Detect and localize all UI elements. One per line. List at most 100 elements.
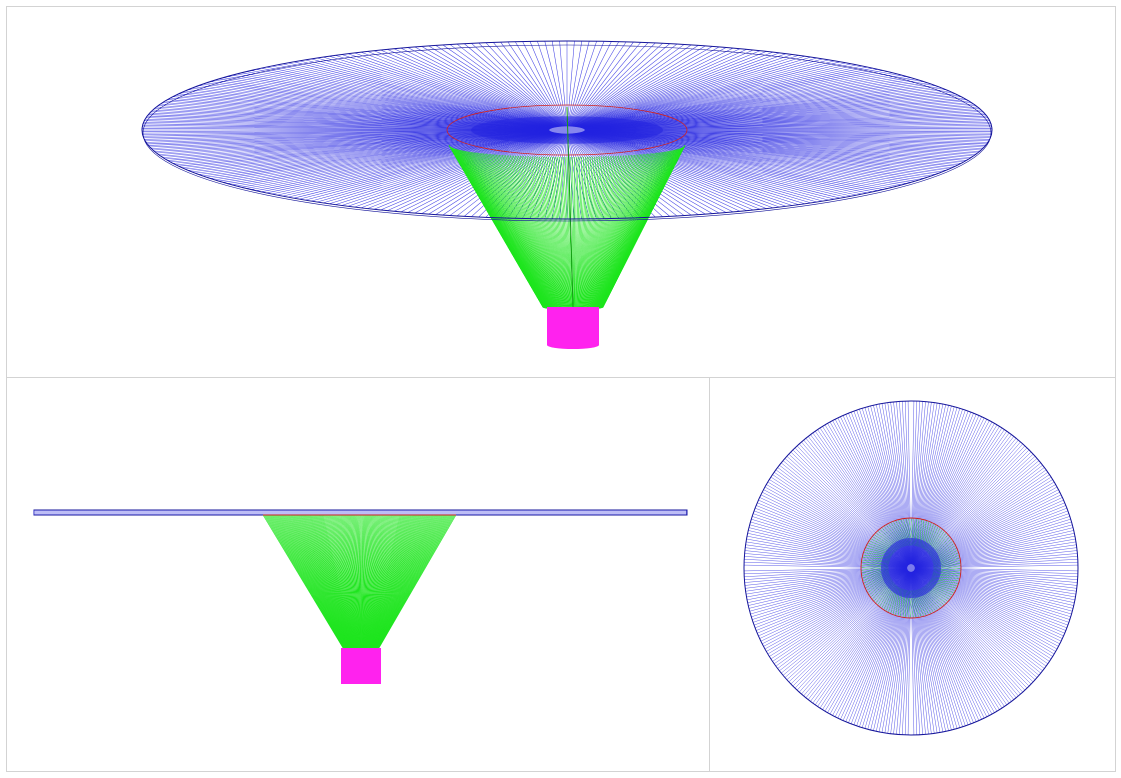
disc-spoke	[195, 131, 552, 174]
disc-rim-inner	[142, 44, 992, 222]
perspective-canvas[interactable]	[7, 7, 1115, 377]
cone-line	[586, 155, 623, 310]
cone-line	[361, 514, 363, 649]
side-elevation-viewport[interactable]	[6, 377, 710, 772]
cone-line	[469, 151, 549, 309]
disc-spoke	[232, 74, 553, 128]
disc-spoke	[878, 571, 911, 732]
disc-spoke	[911, 571, 952, 731]
disc-spoke	[537, 41, 567, 127]
disc-spoke	[911, 571, 923, 735]
cone-line	[303, 514, 351, 649]
disc-spoke	[910, 401, 918, 565]
cone-line	[310, 514, 353, 649]
cone-line	[596, 151, 663, 309]
cone-line	[595, 152, 656, 310]
cone-line	[365, 514, 386, 649]
disc-spoke	[744, 556, 908, 568]
cone-line	[304, 514, 351, 649]
disc-spoke	[896, 571, 911, 735]
disc-spoke	[576, 132, 799, 205]
cone-line	[278, 514, 347, 649]
disc-spoke	[832, 420, 910, 565]
cone-line	[330, 514, 356, 649]
disc-spoke	[305, 59, 556, 128]
disc-spoke	[815, 571, 909, 705]
plan-view-canvas[interactable]	[710, 378, 1115, 771]
disc-spoke	[817, 571, 909, 707]
cone-line	[371, 514, 420, 649]
cone-line	[308, 514, 352, 649]
disc-spoke	[282, 63, 556, 128]
disc-spoke	[578, 61, 841, 128]
disc-edge-ticks	[33, 510, 687, 515]
cone-line	[589, 154, 634, 310]
cone-line	[317, 514, 354, 649]
disc-spoke	[567, 133, 597, 219]
disc-spoke	[907, 571, 912, 735]
disc-spoke	[911, 571, 926, 735]
disc-spoke	[568, 41, 620, 127]
disc-spoke	[580, 69, 878, 128]
disc-spoke	[387, 49, 560, 127]
disc-spoke	[913, 441, 1021, 566]
disc-spoke	[913, 451, 1032, 566]
disc-spoke	[581, 74, 902, 128]
disc-spoke	[912, 571, 974, 723]
cone-line	[585, 155, 616, 310]
disc-spoke	[914, 527, 1074, 568]
cone-line	[369, 514, 406, 649]
disc-spoke	[582, 131, 924, 179]
disc-spoke	[580, 132, 898, 187]
disc-spoke	[912, 571, 977, 722]
disc-spoke	[807, 436, 909, 566]
cone-line	[535, 156, 566, 310]
disc-spoke	[913, 570, 1038, 678]
disc-spoke	[840, 416, 910, 565]
disc-spoke	[354, 132, 559, 208]
cone-line	[346, 514, 359, 649]
disc-spoke	[914, 568, 1078, 580]
cone-line	[367, 514, 398, 649]
cone-line	[323, 514, 355, 649]
disc-spoke	[572, 45, 706, 127]
cone-line	[593, 153, 650, 310]
cone-line	[368, 514, 401, 649]
cone-line	[481, 153, 552, 310]
disc-spoke	[544, 133, 567, 219]
disc-spoke	[913, 460, 1040, 566]
cone-line	[508, 155, 559, 310]
disc-spoke	[214, 79, 553, 129]
disc-spoke	[544, 41, 567, 127]
cone-line	[276, 514, 346, 649]
cone-line	[368, 514, 402, 649]
disc-spoke	[206, 131, 552, 178]
disc-spoke	[777, 467, 908, 566]
disc-spoke	[578, 132, 835, 200]
disc-spoke	[567, 41, 583, 127]
side-elevation-canvas[interactable]	[7, 378, 709, 771]
cone-line	[371, 514, 417, 649]
cone-line	[376, 514, 442, 649]
disc-spoke	[574, 48, 740, 127]
cone-line	[345, 514, 359, 649]
disc-spoke	[911, 571, 935, 734]
disc-spoke	[912, 410, 966, 565]
cone-line	[503, 155, 558, 310]
disc-spoke	[782, 460, 909, 566]
disc-spoke	[195, 86, 552, 129]
plan-view-viewport[interactable]	[709, 377, 1116, 772]
disc-spoke	[914, 568, 1078, 583]
cone-line	[374, 514, 434, 649]
cone-line	[366, 514, 393, 649]
disc-spoke	[198, 85, 552, 129]
disc-spoke	[914, 569, 1069, 626]
disc-spoke	[807, 570, 909, 700]
disc-spoke	[873, 405, 911, 565]
cone-line	[363, 514, 375, 649]
disc-spoke	[323, 132, 557, 204]
cone-line	[583, 156, 611, 310]
disc-spoke	[576, 53, 786, 128]
disc-spoke	[913, 571, 1007, 705]
perspective-viewport[interactable]	[6, 6, 1116, 378]
